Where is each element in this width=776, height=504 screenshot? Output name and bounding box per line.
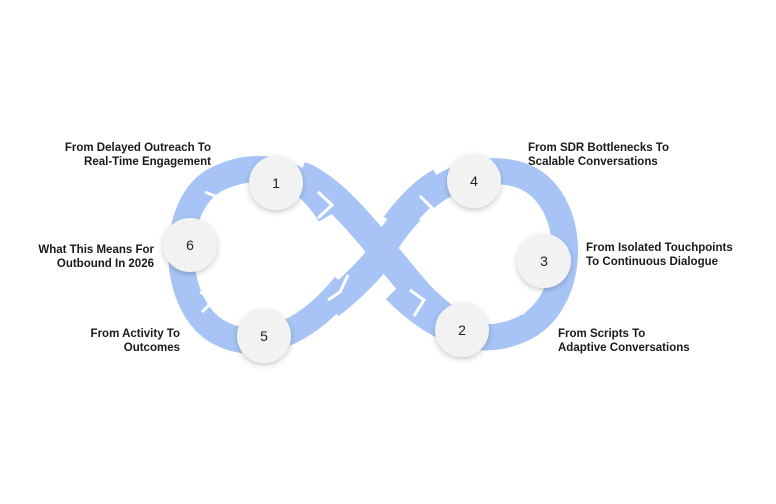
node-3-number: 3 [540,253,548,269]
label-node-3: From Isolated Touchpoints To Continuous … [586,241,733,269]
label-node-4: From SDR Bottlenecks To Scalable Convers… [528,141,669,169]
node-5-number: 5 [260,328,268,344]
label-node-5-line-1: From Activity To [90,328,180,340]
cross-band-c [383,169,448,234]
arrow-notches [199,190,537,317]
node-4-number: 4 [470,173,478,189]
cross-band-b [321,241,397,317]
label-node-4-line-2: Scalable Conversations [528,156,658,168]
label-node-3-line-1: From Isolated Touchpoints [586,242,733,254]
node-1-number: 1 [272,175,280,191]
label-node-6: What This Means For Outbound In 2026 [38,243,154,271]
label-node-5: From Activity To Outcomes [91,327,180,355]
label-node-1-line-1: From Delayed Outreach To [64,142,211,154]
node-6-number: 6 [186,237,194,253]
label-node-1-line-2: Real-Time Engagement [84,156,211,168]
node-4 [447,154,501,208]
label-node-3-line-2: To Continuous Dialogue [586,256,719,268]
label-node-5-line-2: Outcomes [123,342,180,354]
label-node-6-line-1: What This Means For [38,244,154,256]
label-node-6-line-2: Outbound In 2026 [56,258,154,270]
node-3 [517,234,571,288]
node-2 [435,303,489,357]
label-node-2: From Scripts To Adaptive Conversations [558,327,690,355]
label-node-2-line-2: Adaptive Conversations [558,342,690,354]
label-node-2-line-1: From Scripts To [558,328,646,340]
label-node-1: From Delayed Outreach To Real-Time Engag… [65,141,211,169]
node-5 [237,309,291,363]
node-6 [163,218,217,272]
label-node-4-line-1: From SDR Bottlenecks To [528,142,669,154]
node-1 [249,156,303,210]
node-2-number: 2 [458,322,466,338]
